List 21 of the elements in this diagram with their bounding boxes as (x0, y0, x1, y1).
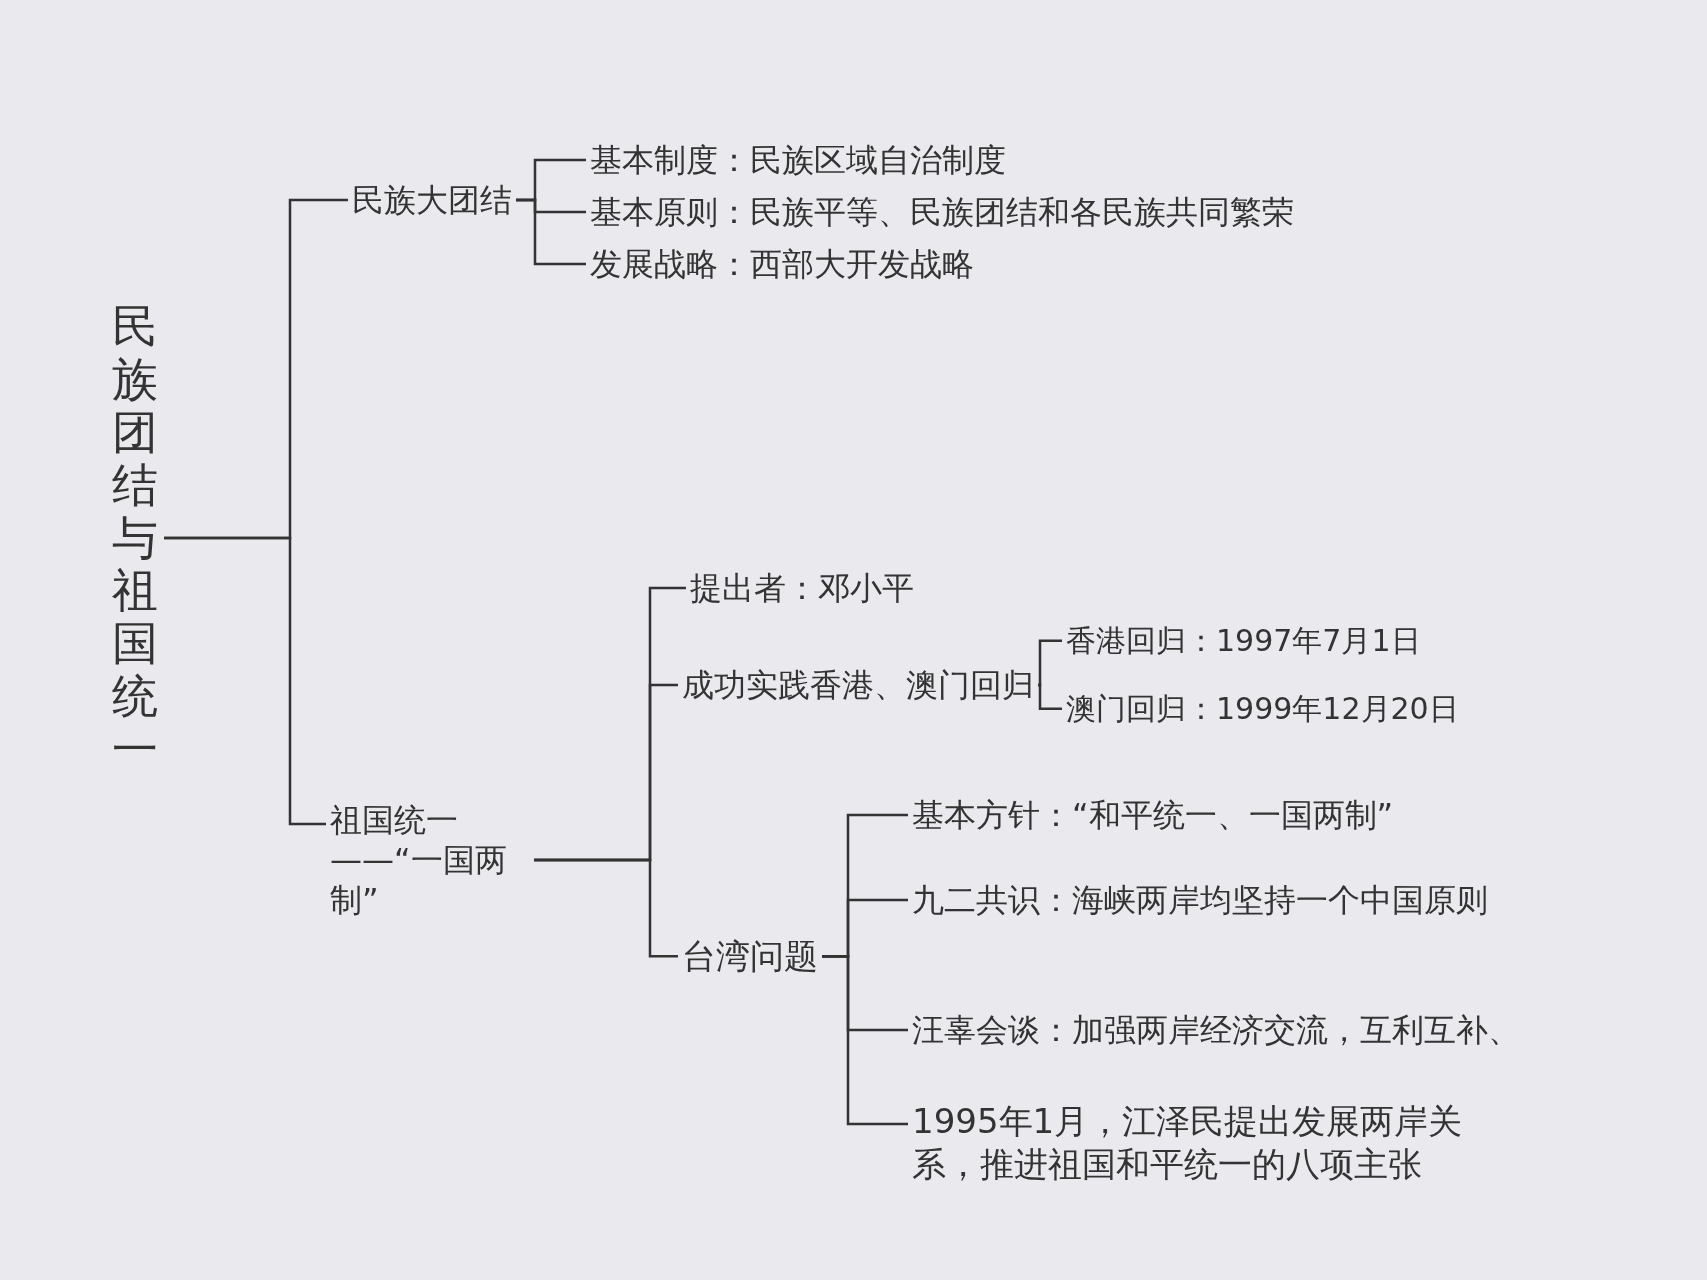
bracket-line (164, 536, 326, 826)
bracket-line (1037, 683, 1062, 710)
node-text: 九二共识：海峡两岸均坚持一个中国原则 (912, 880, 1488, 920)
bracket-line (534, 858, 678, 958)
node-text: 香港回归：1997年7月1日 (1066, 622, 1421, 660)
node-text: 基本原则：民族平等、民族团结和各民族共同繁荣 (590, 192, 1294, 232)
node-text: 提出者：邓小平 (690, 568, 914, 608)
bracket-line (822, 955, 908, 1126)
node-text: 澳门回归：1999年12月20日 (1066, 690, 1459, 728)
bracket-line (516, 198, 586, 266)
node-text: 民族团结与祖国统一 (110, 300, 160, 776)
node-text: 台湾问题 (682, 935, 818, 978)
node-text: 祖国统一——“一国两制” (330, 800, 530, 920)
bracket-line (1037, 639, 1062, 687)
node-text: 成功实践香港、澳门回归 (682, 665, 1034, 705)
node-text: 汪辜会谈：加强两岸经济交流，互利互补、 (912, 1010, 1520, 1050)
node-text: 基本制度：民族区域自治制度 (590, 140, 1006, 180)
node-text: 1995年1月，江泽民提出发展两岸关系，推进祖国和平统一的八项主张 (912, 1100, 1512, 1185)
node-text: 基本方针：“和平统一、一国两制” (912, 795, 1394, 835)
node-text: 民族大团结 (352, 180, 512, 220)
node-text: 发展战略：西部大开发战略 (590, 244, 974, 284)
